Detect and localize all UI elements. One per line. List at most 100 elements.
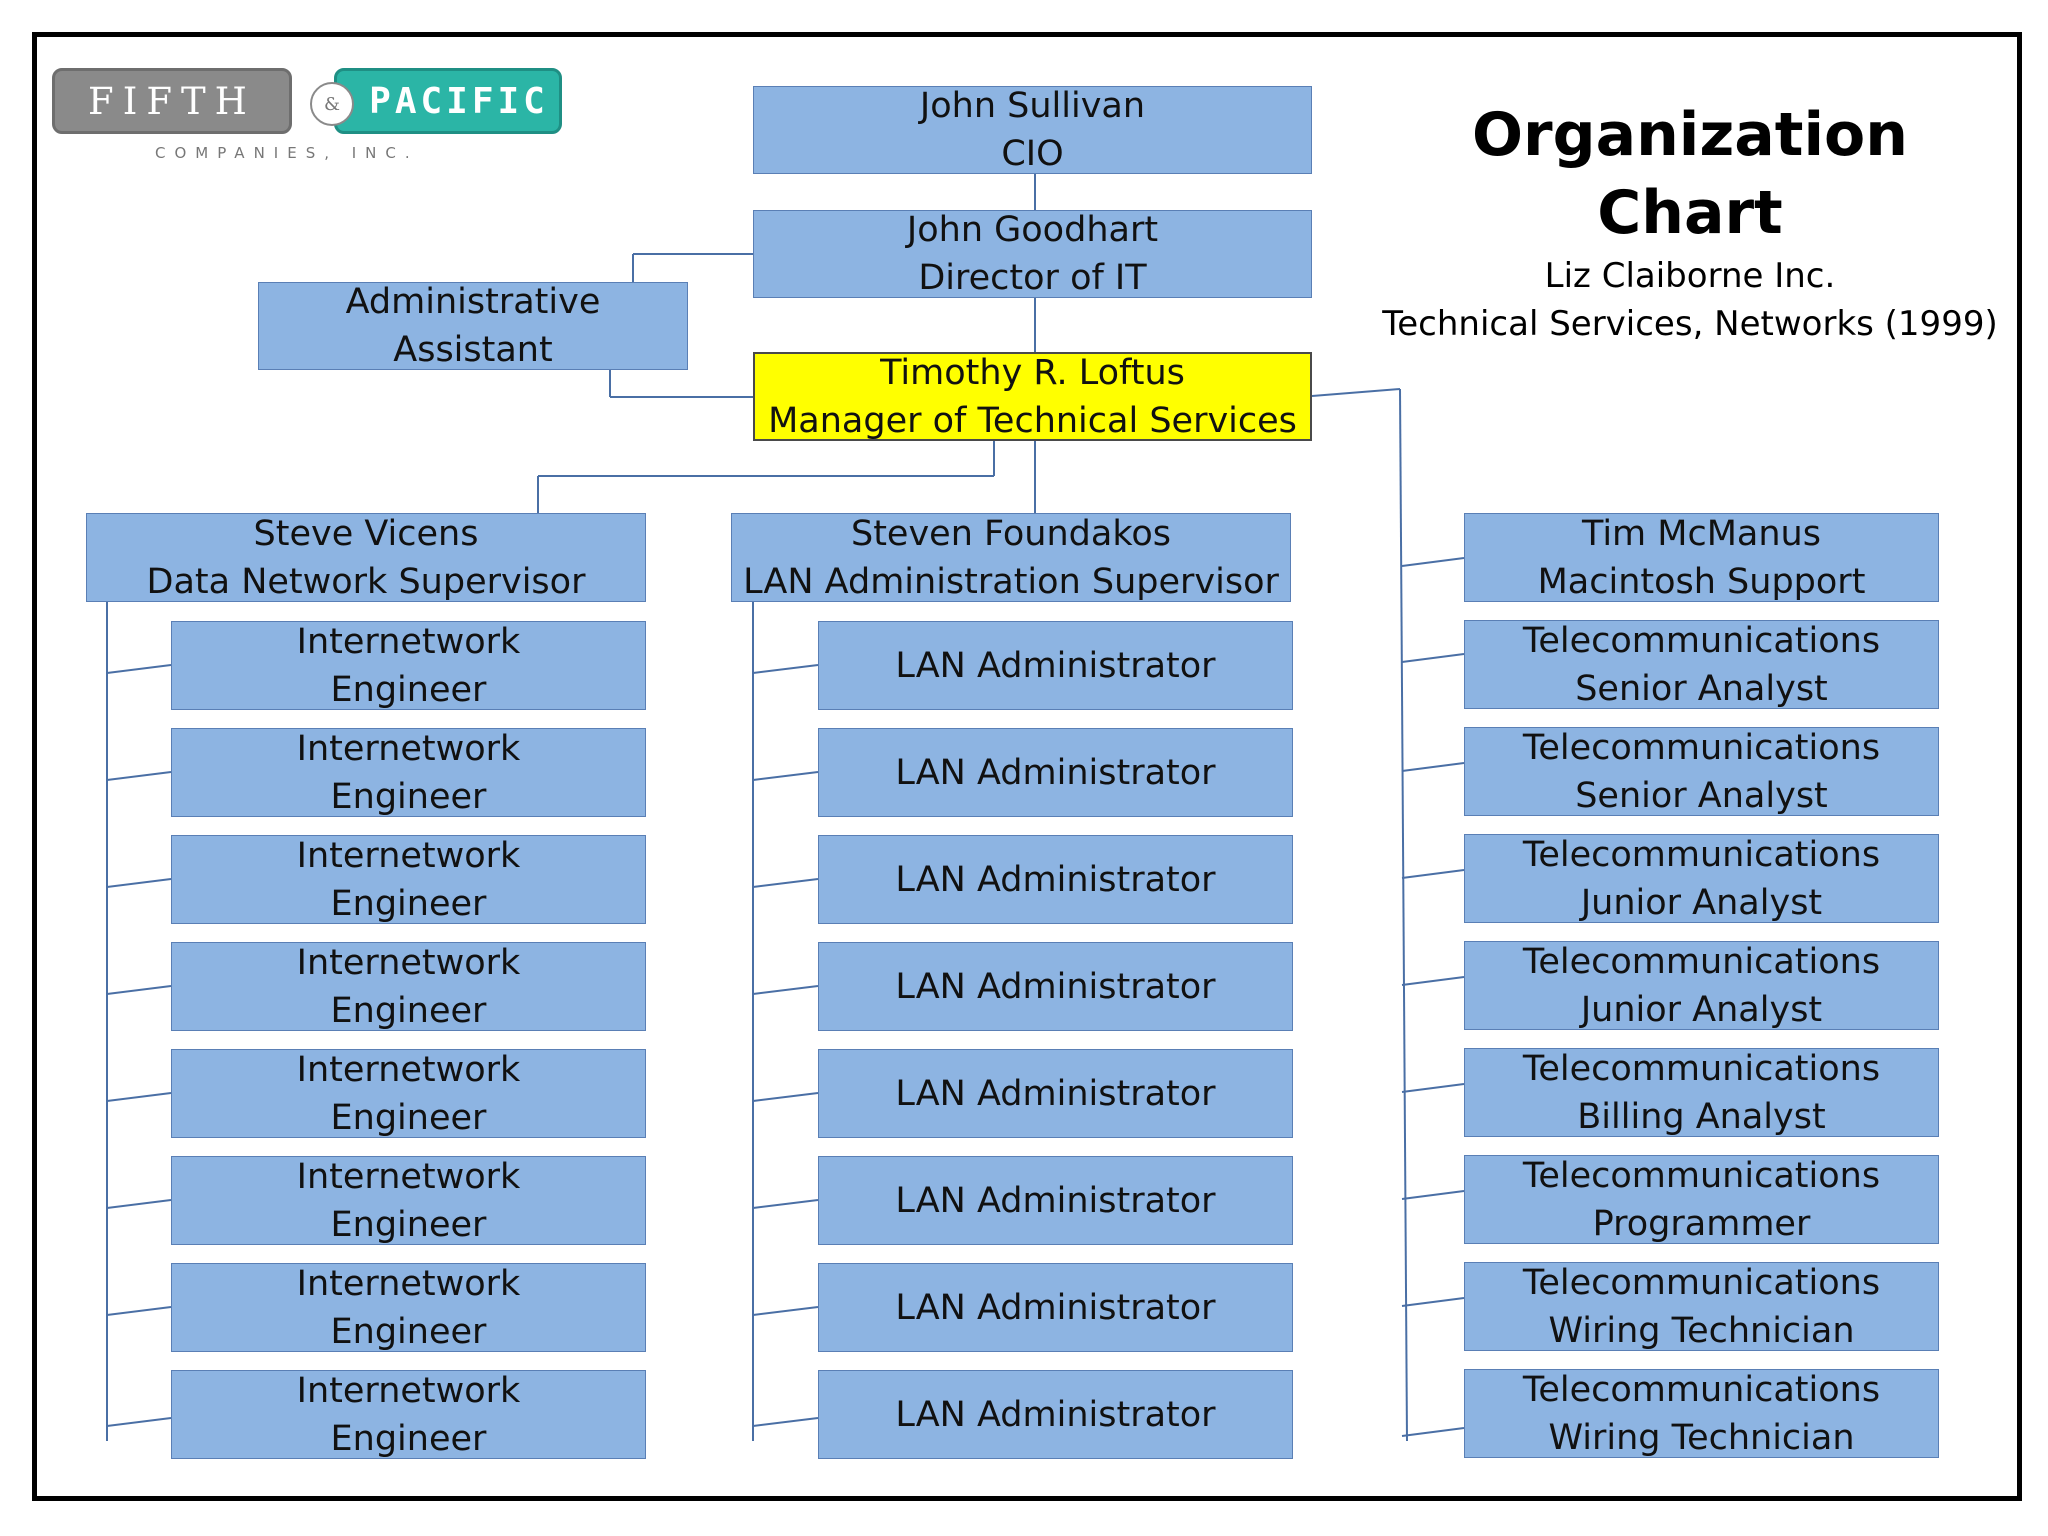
node-lan-administrator: LAN Administrator xyxy=(818,728,1293,817)
connector-data-branch xyxy=(106,664,172,674)
node-line2: Senior Analyst xyxy=(1575,775,1828,816)
page-border xyxy=(32,32,2022,1501)
node-line1: Internetwork xyxy=(296,835,521,876)
node-name: John Goodhart xyxy=(906,210,1159,250)
node-name: Steven Foundakos xyxy=(850,513,1172,554)
node-cio: John Sullivan CIO xyxy=(753,86,1312,174)
connector-telecom-branch xyxy=(1401,557,1465,567)
connector-telecom-branch xyxy=(1401,1083,1465,1093)
node-line1: Telecommunications xyxy=(1522,834,1881,875)
node-title: LAN Administration Supervisor xyxy=(743,561,1279,602)
node-line1: Internetwork xyxy=(296,621,521,662)
node-title: Director of IT xyxy=(918,258,1147,298)
node-line2: Engineer xyxy=(330,1311,487,1352)
connector-telecom-branch xyxy=(1401,976,1465,986)
node-internetwork-engineer: Internetwork Engineer xyxy=(171,621,646,710)
node-line1: Telecommunications xyxy=(1522,941,1881,982)
connector-telecom-branch xyxy=(1401,762,1465,772)
node-internetwork-engineer: Internetwork Engineer xyxy=(171,1263,646,1352)
logo-ampersand: & xyxy=(310,82,354,126)
node-macintosh-support: Tim McManus Macintosh Support xyxy=(1464,513,1939,602)
connector-telecom-branch xyxy=(1401,653,1465,663)
node-internetwork-engineer: Internetwork Engineer xyxy=(171,1049,646,1138)
page-subtitle-company: Liz Claiborne Inc. xyxy=(1544,256,1836,296)
connector-lan-branch xyxy=(752,1417,819,1427)
connector-data-branch xyxy=(106,771,172,781)
node-telecom-wiring-technician: Telecommunications Wiring Technician xyxy=(1464,1369,1939,1458)
node-line2: Senior Analyst xyxy=(1575,668,1828,709)
node-name: Timothy R. Loftus xyxy=(880,352,1185,393)
title-block: Organization Chart Liz Claiborne Inc. Te… xyxy=(1380,96,2000,348)
node-line2: Macintosh Support xyxy=(1537,561,1866,602)
node-telecom-senior-analyst: Telecommunications Senior Analyst xyxy=(1464,727,1939,816)
node-line2: Assistant xyxy=(393,330,553,370)
node-telecom-junior-analyst: Telecommunications Junior Analyst xyxy=(1464,941,1939,1030)
node-line2: Billing Analyst xyxy=(1577,1096,1826,1137)
node-line1: Tim McManus xyxy=(1582,513,1821,554)
node-line1: LAN Administrator xyxy=(895,752,1216,793)
node-line1: Telecommunications xyxy=(1522,727,1881,768)
node-line2: Wiring Technician xyxy=(1548,1310,1855,1351)
connector-telecom-spine xyxy=(1399,388,1408,1442)
connector-data-branch xyxy=(106,985,172,995)
node-lan-administrator: LAN Administrator xyxy=(818,621,1293,710)
connector-telecom-branch xyxy=(1401,1190,1465,1200)
connector-lan-branch xyxy=(752,1092,819,1102)
node-line1: Telecommunications xyxy=(1522,1155,1881,1196)
node-line2: Junior Analyst xyxy=(1580,989,1823,1030)
node-line2: Engineer xyxy=(330,1204,487,1245)
connector-data-branch xyxy=(106,1417,172,1427)
node-internetwork-engineer: Internetwork Engineer xyxy=(171,1156,646,1245)
node-line2: Engineer xyxy=(330,1097,487,1138)
node-line2: Engineer xyxy=(330,669,487,710)
connector-data-branch xyxy=(106,1199,172,1209)
node-line1: Telecommunications xyxy=(1522,1262,1881,1303)
node-lan-administrator: LAN Administrator xyxy=(818,1156,1293,1245)
node-telecom-wiring-technician: Telecommunications Wiring Technician xyxy=(1464,1262,1939,1351)
node-internetwork-engineer: Internetwork Engineer xyxy=(171,1370,646,1459)
node-line1: Internetwork xyxy=(296,942,521,983)
connector-lan-branch xyxy=(752,664,819,674)
node-line1: Internetwork xyxy=(296,1049,521,1090)
connector-data-branch xyxy=(106,1306,172,1316)
node-line2: Engineer xyxy=(330,1418,487,1459)
node-line2: Junior Analyst xyxy=(1580,882,1823,923)
node-title: Manager of Technical Services xyxy=(768,400,1297,441)
node-line1: LAN Administrator xyxy=(895,1394,1216,1435)
node-telecom-senior-analyst: Telecommunications Senior Analyst xyxy=(1464,620,1939,709)
node-line1: Telecommunications xyxy=(1522,1369,1881,1410)
connector-lan-branch xyxy=(752,771,819,781)
node-lan-administrator: LAN Administrator xyxy=(818,1049,1293,1138)
node-line2: Engineer xyxy=(330,776,487,817)
node-data-network-supervisor: Steve Vicens Data Network Supervisor xyxy=(86,513,646,602)
node-title: Data Network Supervisor xyxy=(146,561,586,602)
node-manager: Timothy R. Loftus Manager of Technical S… xyxy=(753,352,1312,441)
node-name: John Sullivan xyxy=(919,86,1146,126)
node-line2: Programmer xyxy=(1592,1203,1811,1244)
node-admin-assistant: Administrative Assistant xyxy=(258,282,688,370)
connector-data-branch xyxy=(106,1092,172,1102)
node-director: John Goodhart Director of IT xyxy=(753,210,1312,298)
connector-lan-branch xyxy=(752,985,819,995)
node-line1: LAN Administrator xyxy=(895,1073,1216,1114)
node-telecom-junior-analyst: Telecommunications Junior Analyst xyxy=(1464,834,1939,923)
connector-telecom-branch xyxy=(1401,869,1465,879)
node-lan-administrator: LAN Administrator xyxy=(818,942,1293,1031)
node-internetwork-engineer: Internetwork Engineer xyxy=(171,835,646,924)
node-lan-administrator: LAN Administrator xyxy=(818,1263,1293,1352)
node-line1: LAN Administrator xyxy=(895,645,1216,686)
node-line1: Internetwork xyxy=(296,1156,521,1197)
logo-tagline: COMPANIES, INC. xyxy=(155,144,419,162)
connector-data-branch xyxy=(106,878,172,888)
node-title: CIO xyxy=(1001,134,1064,174)
node-telecom-programmer: Telecommunications Programmer xyxy=(1464,1155,1939,1244)
node-line2: Engineer xyxy=(330,990,487,1031)
node-line1: LAN Administrator xyxy=(895,1180,1216,1221)
node-lan-supervisor: Steven Foundakos LAN Administration Supe… xyxy=(731,513,1291,602)
node-lan-administrator: LAN Administrator xyxy=(818,835,1293,924)
node-internetwork-engineer: Internetwork Engineer xyxy=(171,728,646,817)
node-line1: LAN Administrator xyxy=(895,1287,1216,1328)
node-line2: Engineer xyxy=(330,883,487,924)
